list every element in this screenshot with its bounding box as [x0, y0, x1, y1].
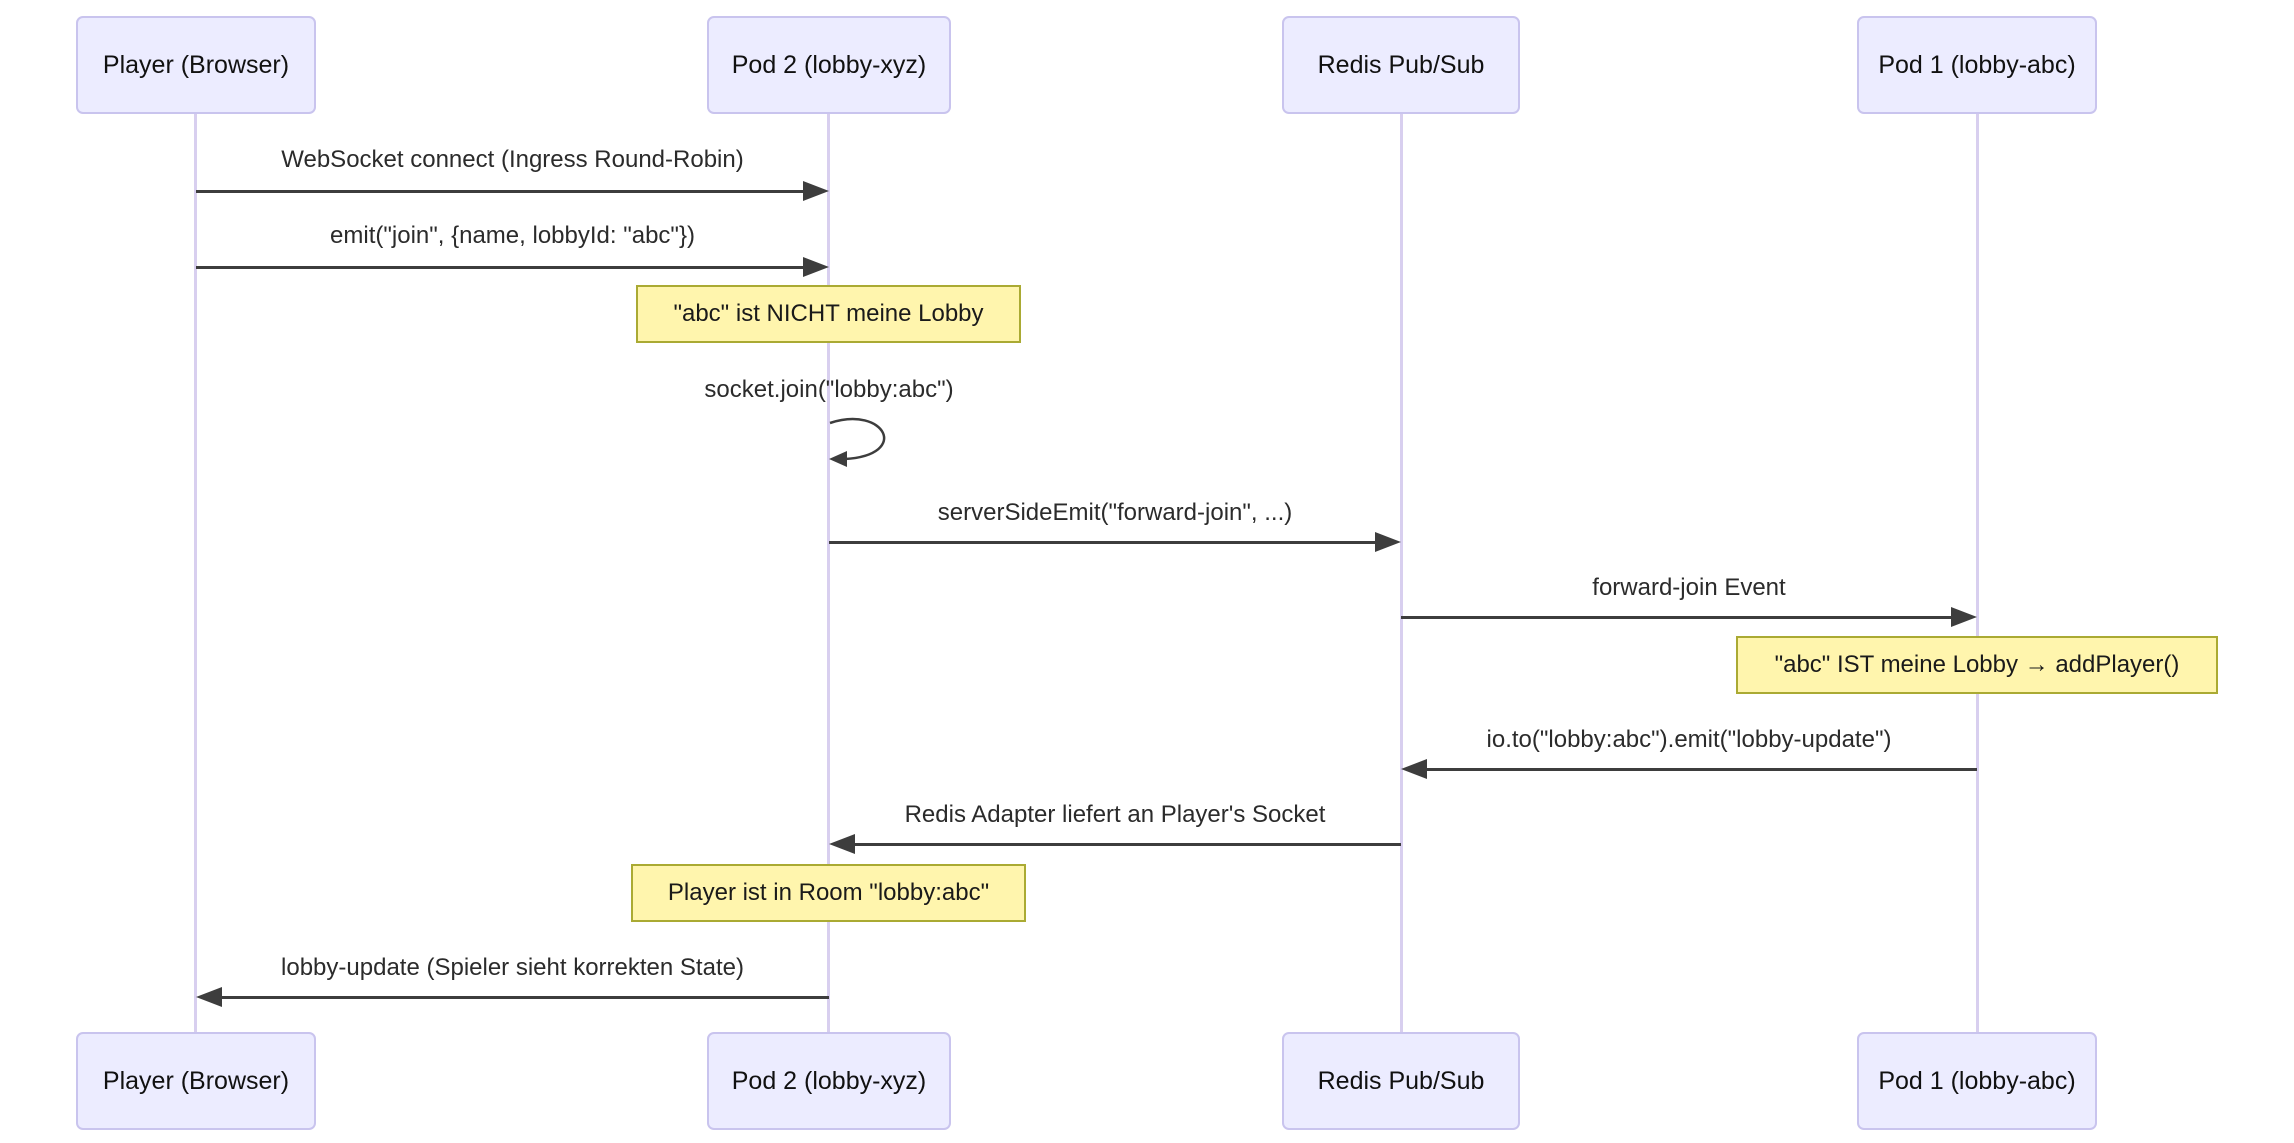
message-arrow	[855, 843, 1401, 846]
message-label: io.to("lobby:abc").emit("lobby-update")	[1486, 726, 1892, 753]
actor-label: Player (Browser)	[102, 1066, 290, 1095]
actor-top-pod2: Pod 2 (lobby-xyz)	[707, 16, 951, 114]
note-pod2-player-in-room: Player ist in Room "lobby:abc"	[631, 864, 1026, 922]
note-pod2-not-my-lobby: "abc" ist NICHT meine Lobby	[636, 285, 1021, 343]
actor-top-pod1: Pod 1 (lobby-abc)	[1857, 16, 2097, 114]
actor-label: Player (Browser)	[102, 50, 290, 79]
message-label: serverSideEmit("forward-join", ...)	[937, 499, 1293, 526]
note-text: "abc" ist NICHT meine Lobby	[673, 300, 984, 327]
message-label: socket.join("lobby:abc")	[704, 376, 954, 403]
note-text: Player ist in Room "lobby:abc"	[667, 879, 990, 906]
message-arrow	[1427, 768, 1977, 771]
arrowhead-right-icon	[803, 181, 829, 201]
lifeline-player	[194, 114, 197, 1032]
lifeline-pod2	[827, 114, 830, 1032]
message-label: forward-join Event	[1592, 574, 1786, 601]
actor-label: Pod 1 (lobby-abc)	[1878, 50, 2076, 79]
actor-label: Pod 1 (lobby-abc)	[1878, 1066, 2076, 1095]
message-arrow	[196, 266, 803, 269]
message-arrow	[196, 190, 803, 193]
arrowhead-left-icon	[196, 987, 222, 1007]
arrowhead-right-icon	[803, 257, 829, 277]
message-arrow	[222, 996, 829, 999]
actor-bottom-redis: Redis Pub/Sub	[1282, 1032, 1520, 1130]
actor-label: Pod 2 (lobby-xyz)	[731, 1066, 927, 1095]
actor-bottom-pod1: Pod 1 (lobby-abc)	[1857, 1032, 2097, 1130]
message-label: WebSocket connect (Ingress Round-Robin)	[281, 146, 744, 173]
message-label: emit("join", {name, lobbyId: "abc"})	[330, 222, 695, 249]
arrowhead-left-icon	[1401, 759, 1427, 779]
actor-top-redis: Redis Pub/Sub	[1282, 16, 1520, 114]
actor-bottom-pod2: Pod 2 (lobby-xyz)	[707, 1032, 951, 1130]
arrowhead-right-icon	[1951, 607, 1977, 627]
message-arrow	[1401, 616, 1951, 619]
arrowhead-right-icon	[1375, 532, 1401, 552]
note-pod1-is-my-lobby: "abc" IST meine Lobby → addPlayer()	[1736, 636, 2218, 694]
message-label: Redis Adapter liefert an Player's Socket	[904, 801, 1326, 828]
note-text: "abc" IST meine Lobby → addPlayer()	[1774, 651, 2180, 678]
actor-label: Redis Pub/Sub	[1317, 50, 1485, 79]
self-loop-arrow	[829, 417, 886, 467]
actor-label: Redis Pub/Sub	[1317, 1066, 1485, 1095]
lifeline-redis	[1400, 114, 1403, 1032]
actor-top-player: Player (Browser)	[76, 16, 316, 114]
message-arrow	[829, 541, 1375, 544]
actor-label: Pod 2 (lobby-xyz)	[731, 50, 927, 79]
lifeline-pod1	[1976, 114, 1979, 1032]
arrowhead-left-icon	[829, 834, 855, 854]
message-label: lobby-update (Spieler sieht korrekten St…	[281, 954, 744, 981]
actor-bottom-player: Player (Browser)	[76, 1032, 316, 1130]
